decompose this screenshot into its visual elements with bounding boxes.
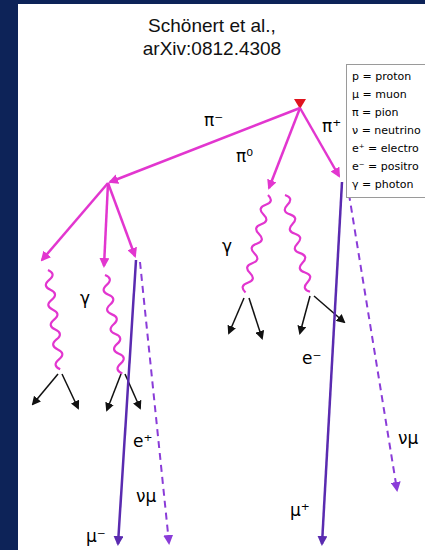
particle-label: νμ	[398, 428, 418, 448]
legend-entry: e⁻ = positro	[352, 158, 425, 176]
primary-vertex	[294, 99, 306, 109]
electron-tracks	[33, 296, 344, 410]
legend-entry: p = proton	[352, 68, 425, 86]
muon-tracks	[118, 182, 342, 544]
particle-label: νμ	[136, 486, 156, 506]
neutrino-tracks	[140, 182, 397, 543]
particle-label: μ⁻	[86, 526, 106, 546]
photon-waves	[44, 194, 314, 374]
particle-label: γ	[80, 288, 90, 308]
legend-entry: μ = muon	[352, 86, 425, 104]
particle-label: π⁻	[204, 110, 223, 130]
pion-tracks	[42, 108, 339, 266]
legend-entry: π = pion	[352, 104, 425, 122]
particle-label: e⁻	[302, 348, 321, 368]
particle-label: μ⁺	[290, 500, 310, 520]
legend-entry: e⁺ = electro	[352, 140, 425, 158]
particle-label: π⁰	[236, 146, 253, 166]
legend-entry: ν = neutrino	[352, 122, 425, 140]
particle-label: e⁺	[133, 431, 152, 451]
particle-label: π⁺	[322, 116, 341, 136]
particle-label: γ	[222, 236, 232, 256]
legend-entry: γ = photon	[352, 176, 425, 194]
citation-title: Schönert et al., arXiv:0812.4308	[112, 14, 312, 60]
legend-box: p = protonμ = muonπ = pionν = neutrinoe⁺…	[346, 64, 425, 198]
